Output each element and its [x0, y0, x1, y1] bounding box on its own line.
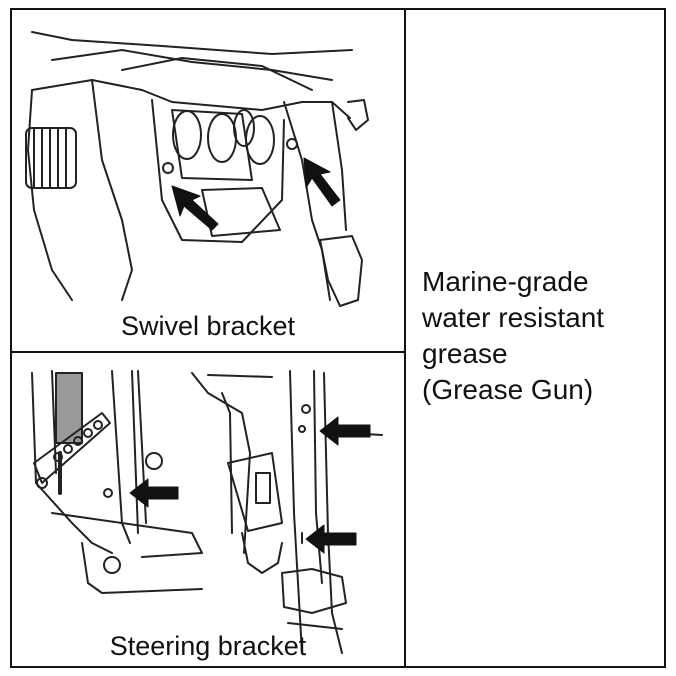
- table-frame: [10, 8, 666, 668]
- swivel-bracket-illustration: [25, 31, 369, 307]
- grease-description: Marine-grade water resistant grease (Gre…: [422, 264, 662, 408]
- swivel-bracket-caption: Swivel bracket: [120, 311, 296, 341]
- swivel-bracket-cell: Swivel bracket: [12, 10, 404, 351]
- steering-bracket-cell: Steering bracket: [12, 353, 404, 666]
- row-divider: [10, 351, 406, 353]
- grease-line: grease: [422, 338, 508, 369]
- grease-line: (Grease Gun): [422, 374, 594, 405]
- grease-line: Marine-grade: [422, 266, 589, 297]
- column-divider: [404, 8, 406, 668]
- steering-bracket-illustration: [31, 370, 383, 654]
- steering-bracket-caption: Steering bracket: [109, 631, 307, 661]
- grease-line: water resistant: [422, 302, 605, 333]
